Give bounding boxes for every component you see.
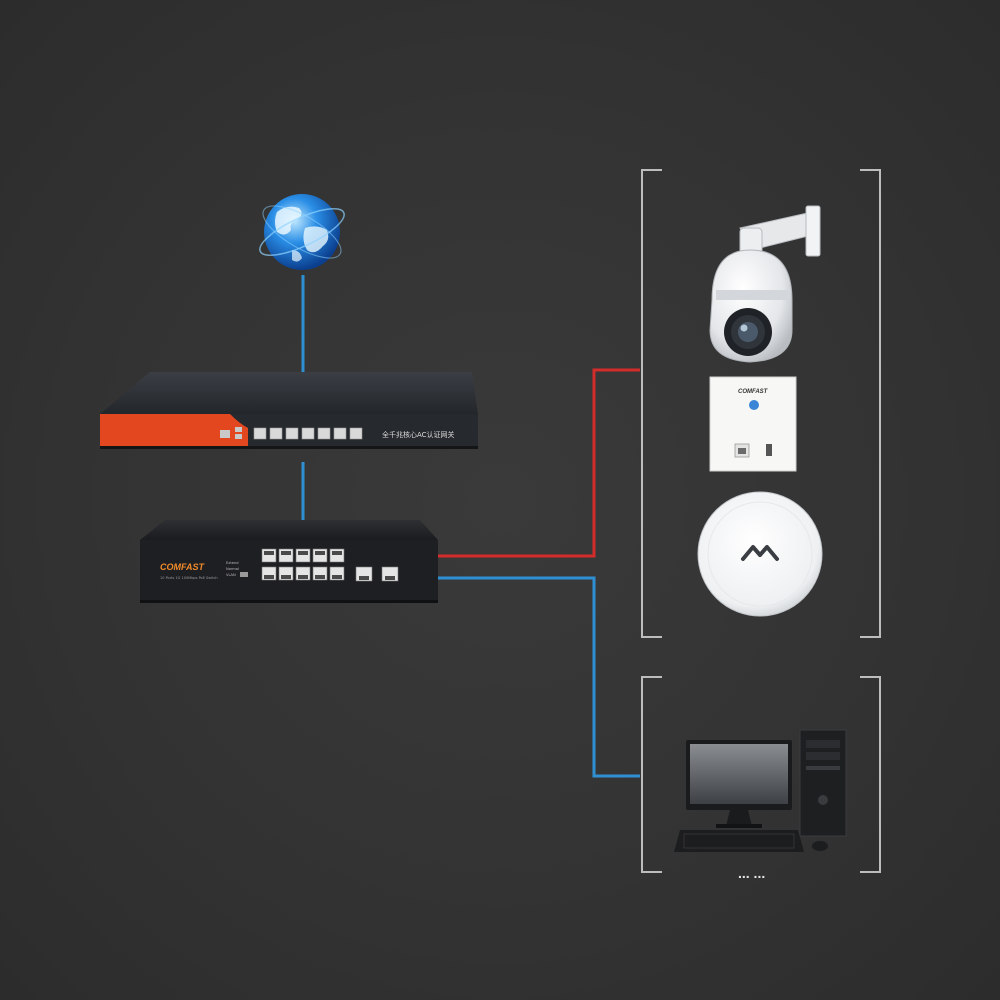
switch-brand: COMFAST — [160, 562, 206, 572]
link-switch-to-poe-devices — [438, 368, 640, 558]
switch-mode-vlan: VLAN — [226, 573, 236, 577]
ceiling-ap-icon — [697, 491, 823, 617]
ptz-camera-icon — [709, 205, 821, 363]
terminal-devices-bracket — [641, 676, 881, 873]
switch-mode-extend: Extend — [226, 561, 239, 565]
switch-subtitle: 10 Ports 1G 100Mbps PoE Switch — [160, 576, 218, 580]
poe-devices-bracket — [641, 169, 881, 638]
switch-mode-normal: Normal — [226, 567, 239, 571]
link-switch-to-computer — [438, 576, 640, 778]
gateway-device: 全千兆核心AC认证网关 — [100, 372, 478, 449]
wall-ap-brand: COMFAST — [738, 389, 769, 395]
more-devices-ellipsis: ... ... — [738, 865, 765, 881]
wall-ap-icon: COMFAST — [709, 376, 797, 472]
connection-lines — [301, 275, 640, 778]
poe-switch-device: COMFAST 10 Ports 1G 100Mbps PoE Switch E… — [140, 520, 438, 603]
gateway-label: 全千兆核心AC认证网关 — [382, 430, 455, 439]
globe-icon — [259, 194, 345, 270]
desktop-computer-icon — [674, 729, 847, 852]
gateway-ports — [220, 427, 363, 440]
